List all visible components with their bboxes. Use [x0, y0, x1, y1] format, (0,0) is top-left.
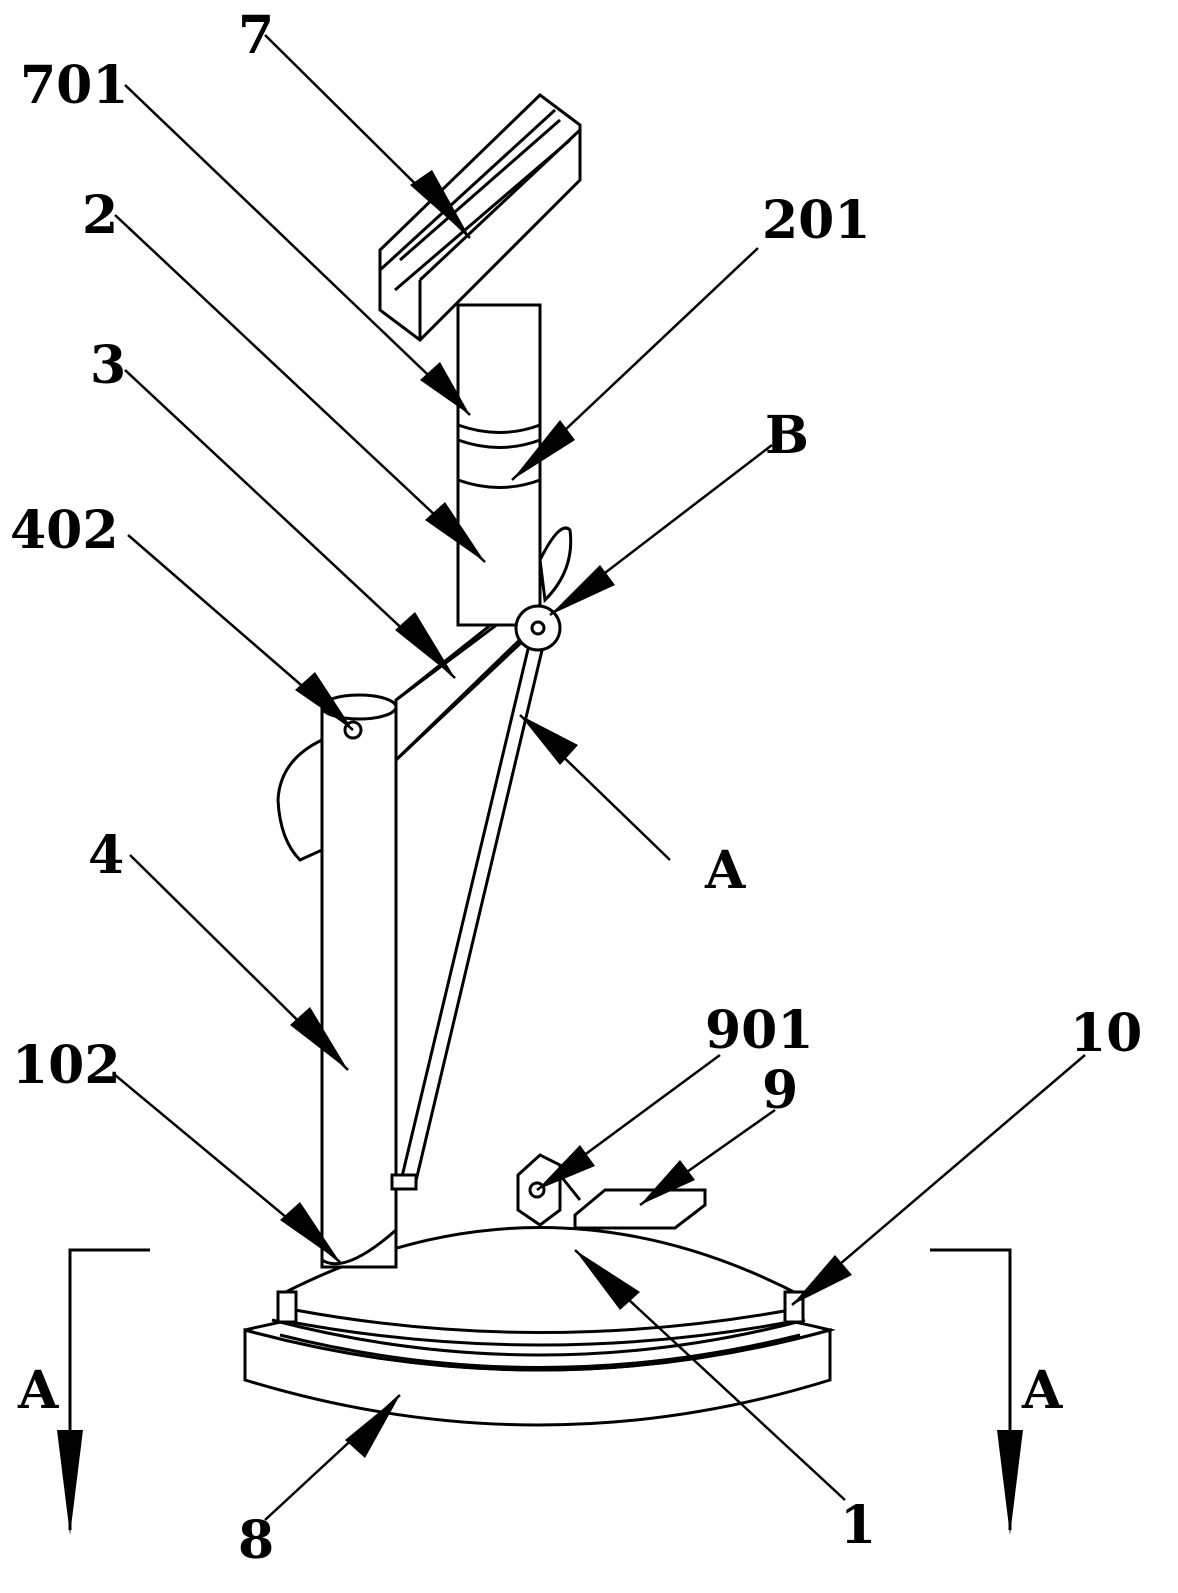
- label-402: 402: [10, 505, 119, 557]
- label-8: 8: [238, 1515, 274, 1567]
- label-3: 3: [90, 340, 126, 392]
- vertical-column: [278, 695, 396, 1267]
- label-201: 201: [762, 195, 871, 247]
- label-A-left: A: [18, 1365, 58, 1417]
- label-701: 701: [20, 60, 129, 112]
- label-A-right: A: [705, 845, 745, 897]
- label-A-far-right: A: [1022, 1365, 1062, 1417]
- label-1: 1: [840, 1500, 876, 1552]
- label-2: 2: [82, 190, 118, 242]
- label-901: 901: [705, 1005, 814, 1057]
- label-102: 102: [12, 1040, 121, 1092]
- label-10: 10: [1070, 1008, 1142, 1060]
- label-7: 7: [238, 10, 274, 62]
- label-B: B: [765, 410, 809, 462]
- label-4: 4: [88, 830, 124, 882]
- head-block: [380, 95, 580, 340]
- label-9: 9: [762, 1065, 798, 1117]
